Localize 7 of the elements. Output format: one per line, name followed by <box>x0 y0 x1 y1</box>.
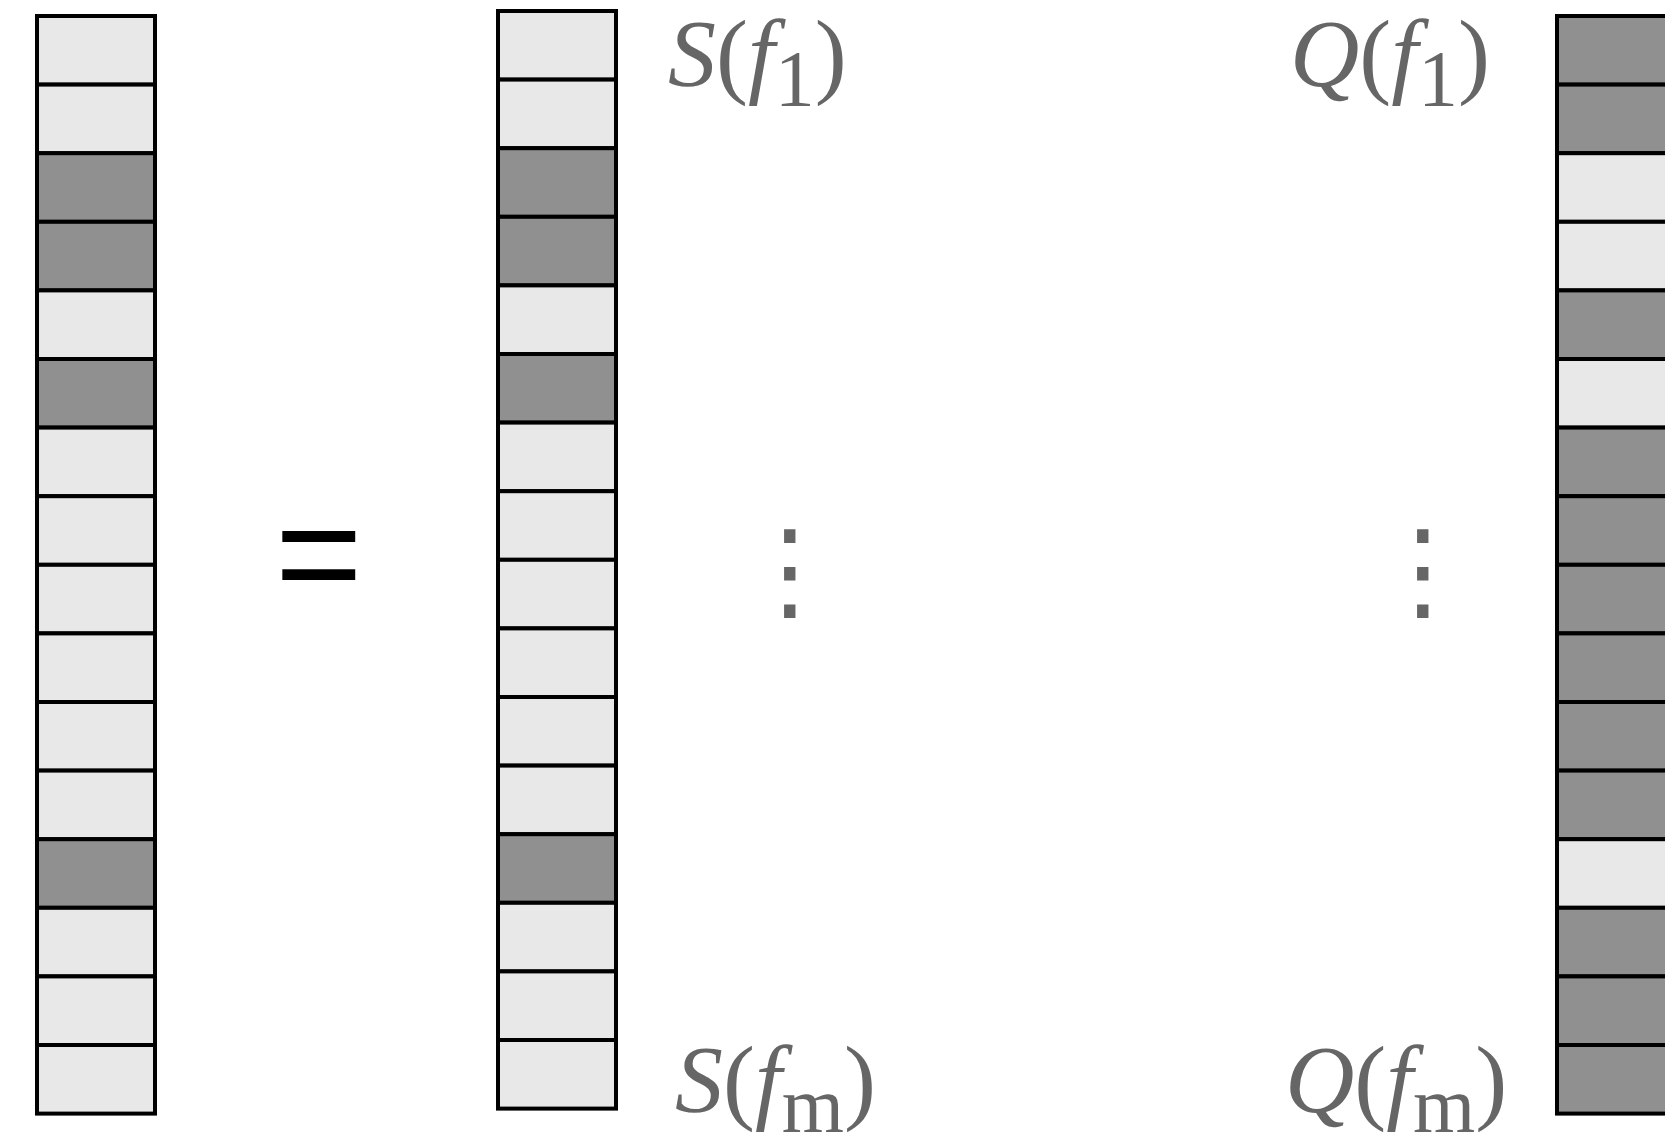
ellipsis: ⋮ <box>1368 515 1478 625</box>
ellipsis: ⋮ <box>735 515 845 625</box>
equals-sign: = <box>275 478 363 628</box>
math-label: S(f$_{m}$) <box>675 1032 876 1144</box>
math-label: Q(f$_{m}$) <box>1285 1032 1508 1144</box>
math-label: S(f$_{1}$) <box>668 6 847 120</box>
math-label: Q(f$_{1}$) <box>1290 6 1490 120</box>
